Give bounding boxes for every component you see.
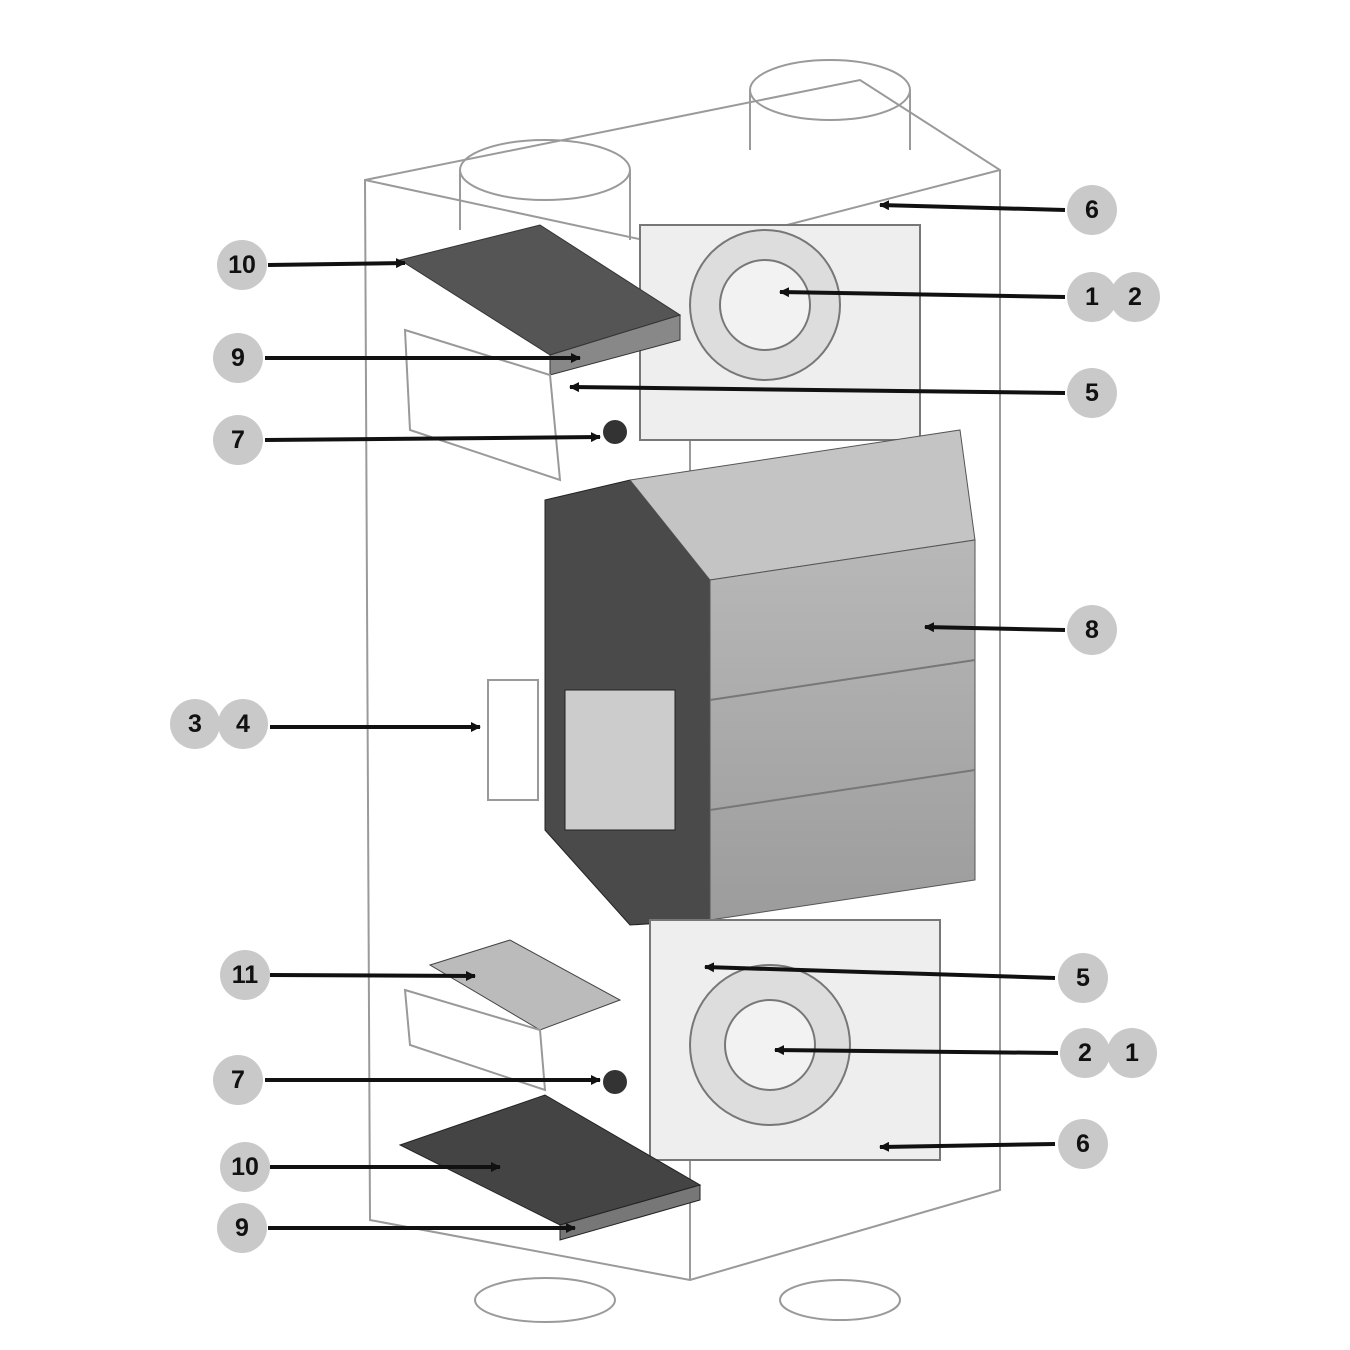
- callout-badge: [1067, 185, 1117, 235]
- callout-arrow: [269, 970, 476, 981]
- callout-arrow: [924, 622, 1066, 633]
- callout-arrow: [774, 1045, 1059, 1056]
- heat-exchanger: [487, 429, 976, 926]
- callout-9: 9: [213, 333, 581, 383]
- callout-number: 5: [1085, 379, 1099, 407]
- callout-arrow: [879, 200, 1066, 212]
- callout-arrow: [779, 287, 1066, 299]
- callout-number: 5: [1076, 964, 1090, 992]
- callout-badge: [1058, 1119, 1108, 1169]
- callout-badge: [1060, 1028, 1110, 1078]
- callout-number: 11: [232, 961, 259, 989]
- callout-number: 1: [1085, 283, 1099, 311]
- callout-10: 10: [220, 1142, 501, 1192]
- callout-arrow: [704, 962, 1056, 980]
- callout-5: 5: [704, 953, 1108, 1003]
- callout-badge: [220, 1142, 270, 1192]
- callout-arrow: [267, 258, 406, 269]
- callout-badge: [1067, 605, 1117, 655]
- callout-number: 10: [228, 251, 256, 279]
- callout-number: 7: [231, 1066, 245, 1094]
- callout-number: 1: [1125, 1039, 1139, 1067]
- callout-number: 10: [231, 1153, 259, 1181]
- callout-7: 7: [213, 1055, 601, 1105]
- callout-number: 4: [236, 710, 250, 738]
- callout-9: 9: [217, 1203, 576, 1253]
- callout-badge: [218, 699, 268, 749]
- callout-badge: [217, 1203, 267, 1253]
- top-fan: [639, 224, 921, 441]
- callout-number: 2: [1078, 1039, 1092, 1067]
- callout-badge: [213, 1055, 263, 1105]
- callout-badge: [1067, 272, 1117, 322]
- callout-number: 8: [1085, 616, 1099, 644]
- callout-number: 6: [1076, 1130, 1090, 1158]
- callout-badge: [1067, 368, 1117, 418]
- callout-arrow: [569, 382, 1066, 395]
- callout-10: 10: [217, 240, 406, 290]
- callout-8: 8: [924, 605, 1117, 655]
- callout-number: 6: [1085, 196, 1099, 224]
- callout-number: 3: [188, 710, 202, 738]
- callout-badge: [1058, 953, 1108, 1003]
- callout-number: 7: [231, 426, 245, 454]
- callout-arrow: [879, 1141, 1056, 1152]
- callout-7: 7: [213, 415, 601, 465]
- callout-badge: [213, 415, 263, 465]
- callout-badge: [217, 240, 267, 290]
- callout-arrow: [264, 432, 601, 443]
- callout-number: 9: [231, 344, 245, 372]
- callout-6: 6: [879, 185, 1117, 235]
- top-filter: [398, 224, 682, 482]
- callout-number: 2: [1128, 283, 1142, 311]
- callout-5: 5: [569, 368, 1117, 418]
- callout-11: 11: [220, 950, 476, 1000]
- callout-badge: [213, 333, 263, 383]
- callout-badge: [1107, 1028, 1157, 1078]
- callout-number: 9: [235, 1214, 249, 1242]
- callout-badge: [170, 699, 220, 749]
- callout-badge: [220, 950, 270, 1000]
- bottom-fan: [649, 919, 941, 1161]
- callout-6: 6: [879, 1119, 1108, 1169]
- bottom-parts: [398, 939, 702, 1241]
- callout-badge: [1110, 272, 1160, 322]
